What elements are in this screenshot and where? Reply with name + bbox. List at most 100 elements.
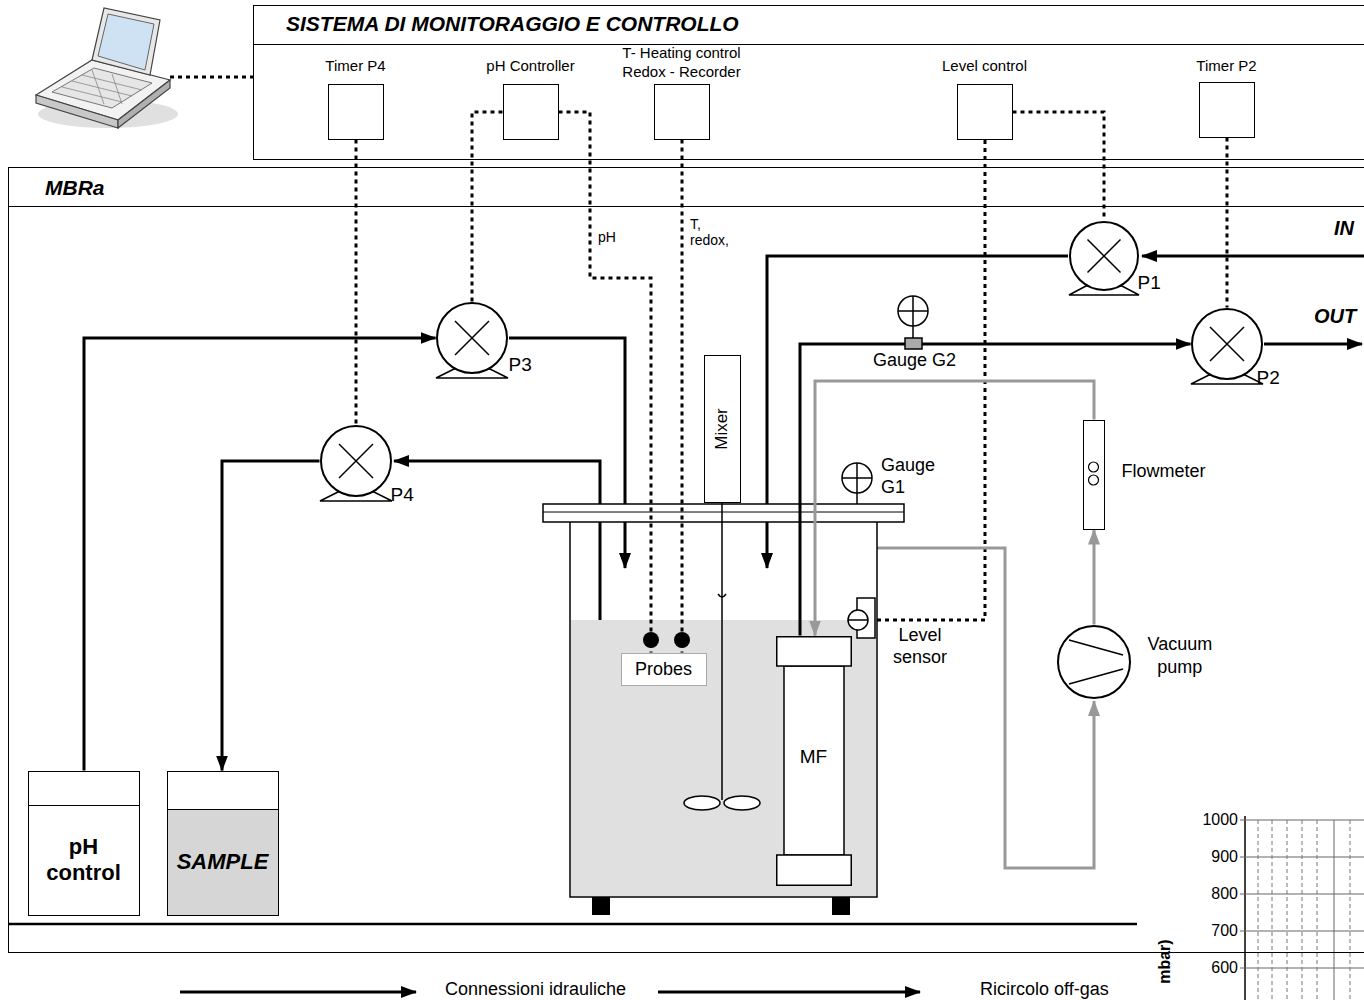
hydraulic-line (394, 256, 1364, 690)
panel-title: MBRa (45, 176, 105, 200)
hydraulic-line (1142, 255, 1364, 258)
hydraulic-line (1264, 343, 1362, 346)
flow-label: OUT (1314, 304, 1356, 328)
gauge-label: Gauge G1 (881, 455, 935, 498)
mixer-label: Mixer (712, 408, 732, 450)
pump-label: P2 (1257, 367, 1280, 389)
float (1088, 462, 1098, 472)
level-sensor-symbol (848, 610, 868, 630)
mixer-shaft (724, 796, 760, 810)
axis-tick-label: 900 (1211, 847, 1238, 866)
tank (832, 897, 850, 915)
level-sensor-symbol (848, 619, 868, 621)
controller-label: T- Heating control Redox - Recorder (616, 44, 748, 82)
probes-label: Probes (632, 659, 696, 680)
pump-cross (339, 444, 373, 478)
pump-symbol: P2 (1191, 308, 1263, 380)
membrane-module: MF (776, 636, 852, 886)
gauge-symbol (912, 326, 914, 338)
gauge-symbol (842, 463, 872, 493)
panel-title: SISTEMA DI MONITORAGGIO E CONTROLLO (286, 12, 739, 36)
tank (570, 522, 877, 897)
legend-line (180, 991, 416, 994)
gauge-symbol (898, 296, 928, 326)
tank (543, 512, 904, 513)
module-part (776, 855, 851, 885)
pump-symbol: P3 (436, 302, 508, 374)
chart-grid (1258, 820, 1350, 1000)
controller-box: Timer P4 (328, 84, 384, 140)
pump-cross (1087, 239, 1120, 272)
laptop-icon (62, 70, 142, 104)
flowmeter-symbol: Flowmeter (1083, 420, 1105, 530)
pump-label: P4 (391, 484, 414, 506)
control-signal-line (559, 112, 652, 653)
axis-tick-label: 1000 (1202, 810, 1238, 829)
gauge-symbol (842, 463, 872, 493)
pump-cross (455, 321, 489, 355)
controller-box: T- Heating control Redox - Recorder (654, 84, 710, 140)
pump-label: P1 (1138, 272, 1161, 294)
pump-symbol: P1 (1069, 221, 1139, 291)
controller-label: Timer P2 (1196, 57, 1256, 76)
compressor-mark (1069, 640, 1123, 684)
chart-grid (1334, 820, 1335, 1000)
pump-cross (322, 427, 390, 495)
chart-grid (1240, 816, 1364, 1000)
chart-grid (1350, 820, 1351, 1000)
pump-cross (1071, 223, 1137, 289)
controller-box: Timer P2 (1199, 82, 1255, 138)
hydraulic-line (509, 338, 625, 568)
float (1084, 421, 1103, 528)
vacuum-pump-label: Vacuum pump (1148, 633, 1213, 680)
header-rule (9, 206, 1364, 207)
chart-grid (1287, 820, 1288, 1000)
controller-label: Level control (942, 57, 1027, 76)
probes-box: Probes (621, 653, 707, 686)
mixer-motor: Mixer (704, 355, 741, 503)
module-label: MF (776, 746, 852, 768)
pump-cross (1193, 310, 1261, 378)
gauge-symbol (905, 338, 922, 349)
tank (592, 897, 610, 915)
laptop-icon (92, 8, 160, 75)
hydraulic-line (800, 344, 1191, 636)
chart-grid (1244, 816, 1246, 1000)
base-line (8, 923, 1137, 926)
laptop-icon (52, 68, 152, 108)
controller-label: Timer P4 (325, 57, 385, 76)
axis-title: mbar) (1155, 939, 1174, 983)
reagent-tank: pH control (28, 771, 140, 916)
probe-tip (643, 632, 659, 648)
tank-cap (29, 772, 139, 806)
laptop-icon (98, 14, 154, 70)
chart-grid (1240, 931, 1364, 932)
controller-box: Level control (957, 84, 1013, 140)
tank-label: SAMPLE (177, 849, 269, 875)
control-signal-line (355, 140, 358, 425)
off-gas-line (1093, 530, 1096, 625)
level-sensor-symbol (848, 598, 875, 638)
laptop-icon (36, 8, 178, 128)
legend-text: Connessioni idrauliche (445, 979, 626, 1000)
reactor-panel: P3P4 P1P2Mixer FlowmeterProbesMF Vacuum pum… (8, 167, 1364, 953)
gauge-symbol (856, 493, 858, 504)
tank (571, 620, 876, 896)
mixer-shaft (721, 503, 723, 800)
compressor-mark (1059, 627, 1129, 697)
mixer-shaft (684, 796, 720, 810)
chart-grid (1317, 820, 1318, 1000)
tank-cap (168, 772, 278, 810)
controller-box: pH Controller (503, 84, 559, 140)
flow-label: IN (1334, 216, 1354, 240)
pump-label: P3 (509, 354, 532, 376)
probe-tip (674, 632, 690, 648)
sample-tank: SAMPLE (167, 771, 279, 916)
legend-line (658, 991, 920, 994)
hydraulic-line (222, 461, 320, 771)
pump-cross (438, 304, 506, 372)
pump-base (320, 286, 1263, 501)
header-rule (254, 44, 1364, 45)
tank (543, 504, 904, 522)
tank (543, 504, 904, 915)
